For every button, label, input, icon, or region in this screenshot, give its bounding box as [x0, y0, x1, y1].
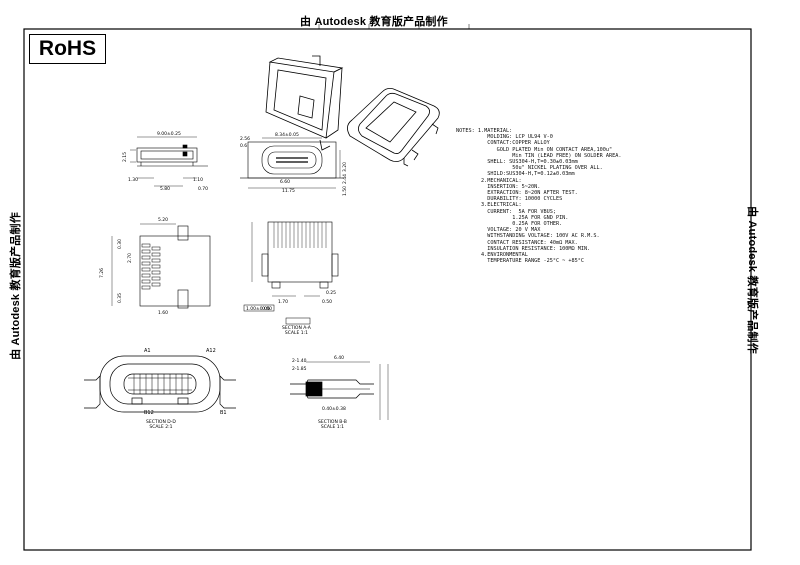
- shield-dims: 1.70 0.50 0.25 0.80 1.00±0.05: [246, 290, 336, 312]
- dim-side-2: 0.50: [322, 299, 332, 305]
- notes-line: INSERTION: 5~20N.: [456, 183, 541, 190]
- dim-top-1: 2.15: [122, 152, 128, 162]
- notes-line: SHELL: SUS304-H,T=0.30±0.03mm: [456, 159, 578, 166]
- dim-front-h2: 0.6: [240, 143, 247, 149]
- section-b-b: [290, 361, 389, 420]
- dim-side-5: 1.00±0.05: [246, 306, 270, 312]
- notes-block: NOTES: 1.MATERIAL: MOLDING: LCP UL94 V-0…: [456, 128, 622, 264]
- dim-side-1: 1.70: [278, 299, 288, 305]
- pcb-footprint: [111, 223, 211, 309]
- section-d-d-label: SECTION D-D SCALE 2:1: [146, 420, 176, 430]
- section-b-b-dims: 6.40 2-1.40 2-1.85 0.40±0.38: [292, 355, 346, 412]
- section-b-b-scale: SCALE 1:1: [320, 425, 344, 430]
- notes-line: 3.ELECTRICAL:: [456, 202, 522, 209]
- dim-front-w2: 6.60: [280, 179, 290, 185]
- section-d-d: [84, 355, 236, 413]
- dim-pcb-top: 5.20: [158, 217, 168, 223]
- notes-line: 1.25A FOR GND PIN.: [456, 214, 569, 221]
- notes-line: 50u" NICKEL PLATING OVER ALL.: [456, 165, 603, 172]
- pin-b12: B12: [144, 410, 154, 416]
- top-view: [130, 136, 208, 187]
- pin-a1: A1: [144, 348, 151, 354]
- outer-border: [23, 28, 752, 551]
- section-d-d-name: SECTION D-D: [146, 420, 176, 425]
- dim-top-2: 1.30: [128, 177, 138, 183]
- section-d-d-pins: A1 A12 B12 B1: [144, 348, 227, 416]
- pin-a12: A12: [206, 348, 216, 354]
- dim-front-h1: 2.56: [240, 136, 250, 142]
- notes-line: NOTES: 1.MATERIAL:: [456, 128, 513, 134]
- notes-line: WITHSTANDING VOLTAGE: 100V AC R.M.S.: [456, 233, 600, 240]
- dim-front-r2: 2.44: [342, 174, 348, 184]
- notes-line: INSULATION RESISTANCE: 100MΩ MIN.: [456, 245, 591, 252]
- iso-view-upright: [265, 55, 344, 151]
- notes-line: SHILD:SUS304-H,T=0.12±0.03mm: [456, 171, 575, 178]
- notes-line: 4.ENVIRONMENTAL: [456, 252, 528, 259]
- iso-view-flat: [347, 88, 440, 167]
- section-a-a-name: SECTION A-A: [282, 326, 311, 331]
- dim-section-2: 2-1.85: [292, 366, 307, 372]
- dim-top-4: 1.10: [193, 177, 203, 183]
- tolerance-box: [243, 304, 275, 312]
- dim-top-5: 0.70: [198, 186, 208, 192]
- notes-line: CURRENT: 5A FOR VBUS;: [456, 208, 556, 215]
- ruler-ticks: [318, 24, 470, 29]
- notes-line: VOLTAGE: 20 V MAX: [456, 227, 541, 234]
- dim-front-width: 8.34±0.05: [275, 132, 299, 138]
- dim-top-width: 9.00±0.25: [157, 131, 181, 137]
- notes-line: MOLDING: LCP UL94 V-0: [456, 134, 553, 141]
- dim-pcb-v3: 2.70: [127, 253, 133, 263]
- dim-section-3: 0.40±0.38: [322, 406, 346, 412]
- section-b-b-name: SECTION B-B: [318, 420, 347, 425]
- notes-line: Min TIN (LEAD FREE) ON SOLDER AREA.: [456, 152, 622, 159]
- section-b-b-label: SECTION B-B SCALE 1:1: [318, 420, 347, 430]
- dim-pcb-b1: 1.60: [158, 310, 168, 316]
- dim-pcb-v2: 0.35: [117, 293, 123, 303]
- datum-box: [285, 317, 311, 325]
- pin-b1: B1: [220, 410, 227, 416]
- notes-line: 2.MECHANICAL:: [456, 177, 522, 184]
- watermark-right: 由 Autodesk 教育版产品制作: [746, 206, 758, 354]
- notes-line: DURABILITY: 10000 CYCLES: [456, 196, 563, 203]
- section-d-d-scale: SCALE 2:1: [149, 425, 173, 430]
- watermark-top: 由 Autodesk 教育版产品制作: [300, 16, 448, 28]
- dim-section-1: 2-1.40: [292, 358, 307, 364]
- section-a-a-label: SECTION A-A SCALE 1:1: [282, 326, 311, 336]
- dim-front-total: 11.75: [282, 188, 295, 194]
- front-view-dims: 8.34±0.05 2.56 0.6 6.60 11.75 3.20 2.44 …: [240, 132, 348, 196]
- dim-front-r1: 3.20: [342, 162, 348, 172]
- notes-line: CONTACT RESISTANCE: 40mΩ MAX.: [456, 239, 578, 246]
- dim-side-4: 0.80: [262, 306, 272, 312]
- front-view: [240, 137, 344, 189]
- dim-section-top: 6.40: [334, 355, 344, 361]
- notes-line: TEMPERATURE RANGE -25°C ~ +85°C: [456, 258, 585, 265]
- watermark-left: 由 Autodesk 教育版产品制作: [10, 212, 22, 360]
- dim-pcb-left: 7.26: [99, 268, 105, 278]
- rohs-badge: RoHS: [29, 34, 106, 64]
- dim-pcb-v1: 0.30: [117, 239, 123, 249]
- notes-line: EXTRACTION: 8~20N AFTER TEST.: [456, 190, 578, 197]
- notes-line: 0.25A FOR OTHER.: [456, 221, 563, 228]
- shield-view: [251, 221, 339, 297]
- top-view-dims: 9.00±0.25 2.15 1.30 5.80 1.10 0.70: [122, 131, 208, 192]
- dim-side-3: 0.25: [326, 290, 336, 296]
- notes-line: CONTACT:COPPER ALLOY: [456, 140, 550, 147]
- dim-front-r3: 1.50: [342, 186, 348, 196]
- pcb-dims: 5.20 7.26 1.60 0.30 0.35 2.70: [99, 217, 168, 316]
- notes-line: GOLD PLATED Min ON CONTACT AREA,100u": [456, 146, 613, 153]
- dim-top-3: 5.80: [160, 186, 170, 192]
- section-a-a-scale: SCALE 1:1: [284, 331, 308, 336]
